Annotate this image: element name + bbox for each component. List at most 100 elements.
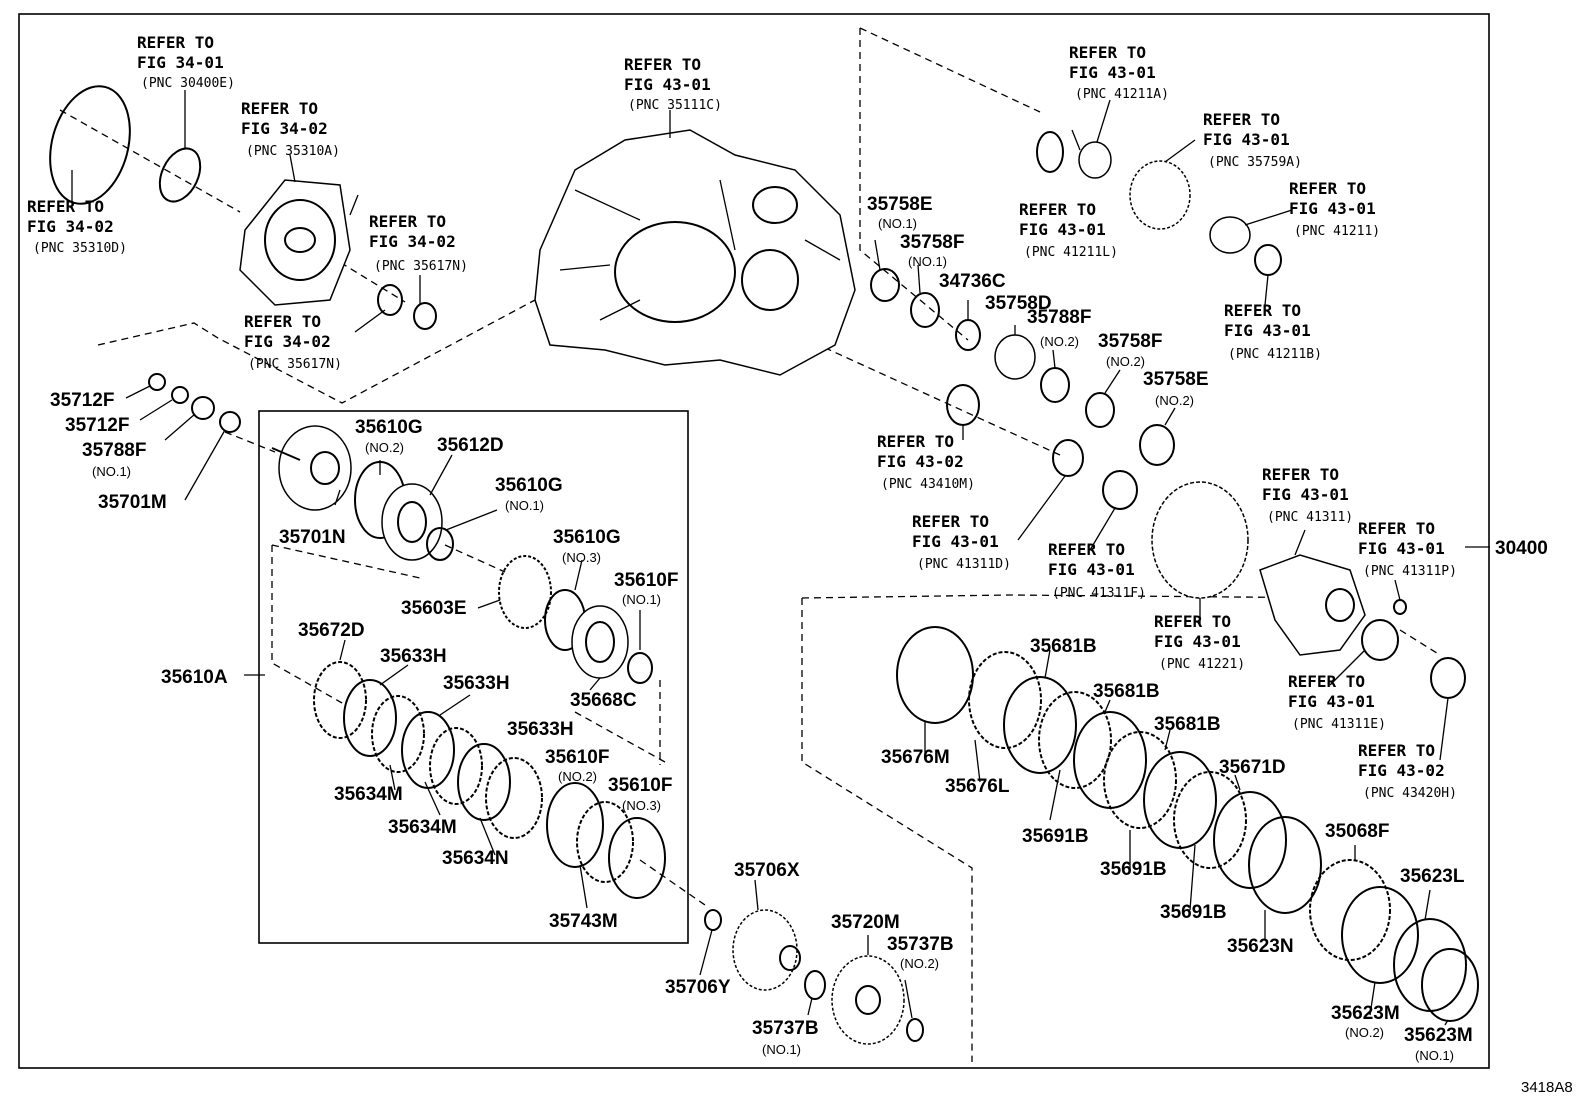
part-label-35612d: 35612D bbox=[437, 435, 504, 456]
svg-text:REFER TO: REFER TO bbox=[1262, 465, 1339, 484]
o-ring-large bbox=[49, 85, 131, 205]
ref-callout-41311p: REFER TO FIG 43-01 (PNC 41311P) bbox=[1358, 519, 1457, 579]
svg-text:35758D: 35758D bbox=[985, 293, 1052, 314]
svg-text:35681B: 35681B bbox=[1093, 681, 1160, 702]
ref-callout-41211l: REFER TO FIG 43-01 (PNC 41211L) bbox=[1019, 200, 1118, 260]
dashed-axis-3 bbox=[224, 431, 276, 453]
svg-text:FIG 43-01: FIG 43-01 bbox=[1069, 63, 1156, 82]
svg-text:REFER TO: REFER TO bbox=[1069, 43, 1146, 62]
svg-text:35788F: 35788F bbox=[1027, 307, 1091, 328]
part-label-35691b-b: 35691B bbox=[1100, 859, 1167, 880]
svg-text:35743M: 35743M bbox=[549, 911, 618, 932]
bearing-41211b bbox=[1254, 244, 1282, 276]
part-label-35610f-3: 35610F(NO.3) bbox=[608, 775, 672, 813]
part-label-35603e: 35603E bbox=[401, 598, 467, 619]
transaxle-case bbox=[534, 129, 856, 376]
part-label-35758f-2: 35758F(NO.2) bbox=[1098, 331, 1162, 369]
svg-text:35691B: 35691B bbox=[1022, 826, 1089, 847]
ref-callout-41211b: REFER TO FIG 43-01 (PNC 41211B) bbox=[1224, 301, 1322, 362]
part-label-35671d: 35671D bbox=[1219, 757, 1286, 778]
svg-text:(PNC 41311P): (PNC 41311P) bbox=[1363, 564, 1457, 579]
svg-text:35712F: 35712F bbox=[65, 415, 129, 436]
svg-text:35610F: 35610F bbox=[614, 570, 678, 591]
part-label-35610g-1: 35610G (NO.1) bbox=[495, 475, 563, 513]
svg-text:35612D: 35612D bbox=[437, 435, 504, 456]
part-label-35720m: 35720M bbox=[831, 912, 900, 933]
svg-text:35672D: 35672D bbox=[298, 620, 365, 641]
seal-35758e-1 bbox=[870, 268, 900, 302]
diagram-frame bbox=[18, 13, 1490, 1069]
part-label-35668c: 35668C bbox=[570, 690, 637, 711]
ring-35788f-2 bbox=[1040, 367, 1070, 403]
part-label-35623n: 35623N bbox=[1227, 936, 1294, 957]
svg-text:(NO.2): (NO.2) bbox=[1345, 1025, 1384, 1040]
dashed-axis-5 bbox=[574, 711, 666, 763]
ring-35617n-b bbox=[413, 302, 437, 330]
svg-text:FIG 43-01: FIG 43-01 bbox=[1019, 220, 1106, 239]
svg-text:(PNC 43420H): (PNC 43420H) bbox=[1363, 786, 1457, 801]
part-label-35737b-2: 35737B(NO.2) bbox=[887, 934, 954, 971]
svg-text:35634N: 35634N bbox=[442, 848, 509, 869]
part-label-35623m-2: 35623M(NO.2) bbox=[1331, 1003, 1400, 1040]
input-shaft-35701n bbox=[271, 425, 352, 511]
part-label-35758d: 35758D bbox=[985, 293, 1052, 314]
part-label-35691b-c: 35691B bbox=[1160, 902, 1227, 923]
piston-35612d bbox=[381, 483, 443, 561]
ring-41211l bbox=[1036, 131, 1064, 173]
ring-35610g-1 bbox=[426, 527, 454, 561]
part-label-35633h-b: 35633H bbox=[443, 673, 510, 694]
dashed-group-right-bottom bbox=[801, 598, 973, 1062]
seal-35758f-1 bbox=[910, 292, 940, 328]
svg-text:FIG 43-01: FIG 43-01 bbox=[1262, 485, 1349, 504]
bearing-41311e bbox=[1361, 619, 1399, 661]
svg-text:(NO.2): (NO.2) bbox=[900, 956, 939, 971]
dashed-axis-1 bbox=[59, 109, 241, 213]
svg-text:REFER TO: REFER TO bbox=[1203, 110, 1280, 129]
part-label-35634m-b: 35634M bbox=[388, 817, 457, 838]
part-label-35634m-a: 35634M bbox=[334, 784, 403, 805]
ring-35706y bbox=[704, 909, 722, 931]
svg-text:(NO.1): (NO.1) bbox=[1415, 1048, 1454, 1063]
svg-text:FIG 34-02: FIG 34-02 bbox=[241, 119, 328, 138]
svg-text:FIG 34-02: FIG 34-02 bbox=[27, 217, 114, 236]
ref-callout-41311: REFER TO FIG 43-01 (PNC 41311) bbox=[1262, 465, 1353, 525]
piston-35668c bbox=[571, 605, 629, 679]
svg-text:35706Y: 35706Y bbox=[665, 977, 731, 998]
seal-30400e bbox=[158, 147, 202, 203]
svg-text:(PNC 35759A): (PNC 35759A) bbox=[1208, 155, 1302, 170]
svg-text:(NO.2): (NO.2) bbox=[365, 440, 404, 455]
svg-text:FIG 43-02: FIG 43-02 bbox=[877, 452, 964, 471]
ref-callout-35617n-b: REFER TO FIG 34-02 (PNC 35617N) bbox=[244, 312, 342, 372]
svg-text:REFER TO: REFER TO bbox=[1019, 200, 1096, 219]
svg-text:35676L: 35676L bbox=[945, 776, 1010, 797]
svg-text:(PNC 41311): (PNC 41311) bbox=[1267, 510, 1353, 525]
svg-text:REFER TO: REFER TO bbox=[27, 197, 104, 216]
ring-35701m bbox=[219, 411, 241, 433]
svg-text:35623M: 35623M bbox=[1404, 1025, 1473, 1046]
svg-text:(NO.1): (NO.1) bbox=[622, 592, 661, 607]
svg-text:REFER TO: REFER TO bbox=[1154, 612, 1231, 631]
svg-text:35610G: 35610G bbox=[495, 475, 563, 496]
svg-text:(PNC 41211A): (PNC 41211A) bbox=[1075, 87, 1169, 102]
dashed-group-right-top bbox=[859, 27, 1041, 113]
part-label-35743m: 35743M bbox=[549, 911, 618, 932]
svg-text:(PNC 35310D): (PNC 35310D) bbox=[33, 241, 127, 256]
ref-callout-35617n-a: REFER TO FIG 34-02 (PNC 35617N) bbox=[369, 212, 468, 274]
svg-text:35634M: 35634M bbox=[334, 784, 403, 805]
svg-text:35701M: 35701M bbox=[98, 492, 167, 513]
snap-ring-35737b-1 bbox=[804, 970, 826, 1000]
ring-41311d bbox=[1052, 439, 1084, 477]
svg-text:35623L: 35623L bbox=[1400, 866, 1465, 887]
svg-text:(NO.1): (NO.1) bbox=[505, 498, 544, 513]
svg-text:REFER TO: REFER TO bbox=[244, 312, 321, 331]
seal-43410m bbox=[946, 384, 980, 426]
svg-text:35681B: 35681B bbox=[1030, 636, 1097, 657]
ring-34736c bbox=[955, 319, 981, 351]
bearing-41211a bbox=[1078, 141, 1112, 179]
svg-text:FIG 34-01: FIG 34-01 bbox=[137, 53, 224, 72]
svg-text:35706X: 35706X bbox=[734, 860, 800, 881]
bearing-35758d bbox=[994, 334, 1036, 380]
ring-35617n-a bbox=[377, 284, 403, 316]
svg-text:REFER TO: REFER TO bbox=[912, 512, 989, 531]
